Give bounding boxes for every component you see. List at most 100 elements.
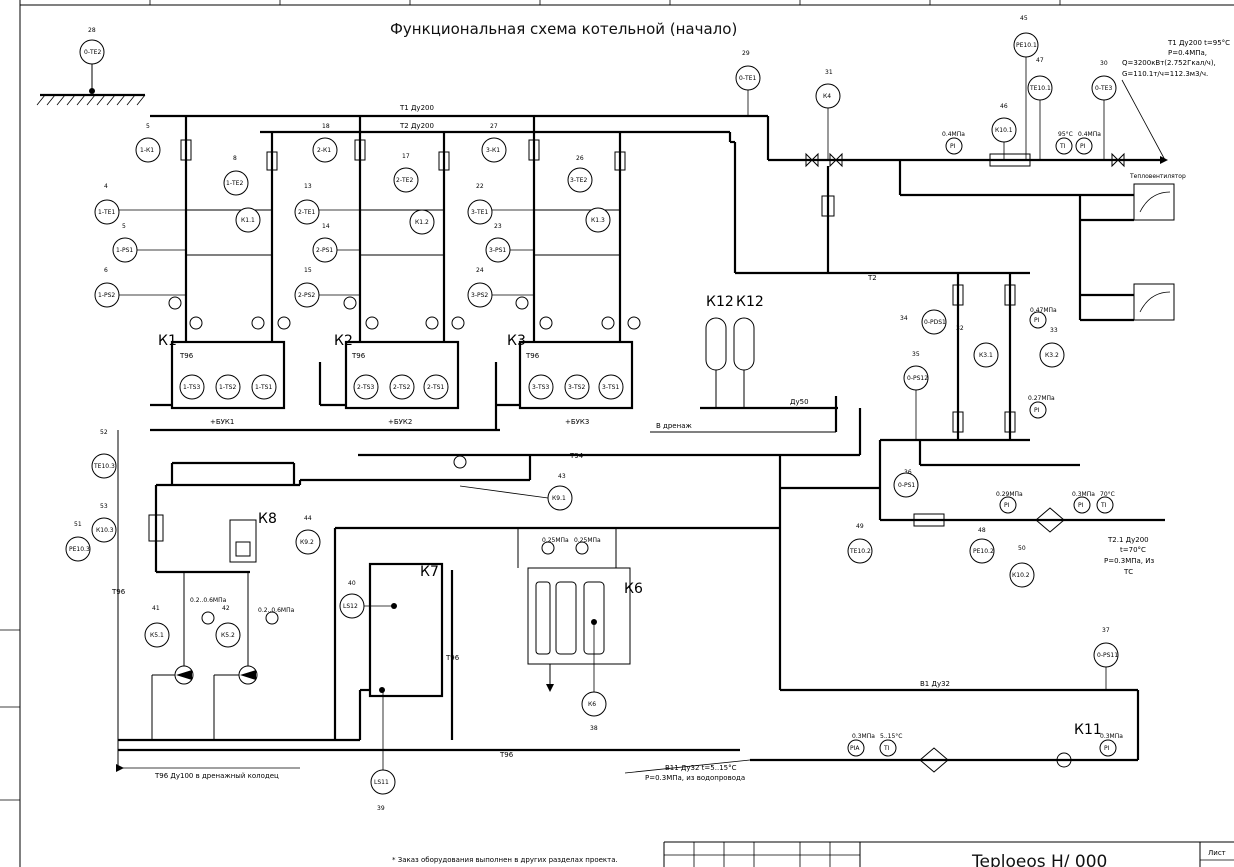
boiler-k3: К3 Т96 3-ТS3 3-ТS2 3-ТS1 +БУК3 (507, 333, 634, 426)
svg-text:К4: К4 (823, 93, 831, 100)
svg-text:5: 5 (122, 223, 126, 230)
svg-text:PI: PI (950, 143, 956, 150)
t1-supply-annotation: Т1 Ду200 t=95°С Р=0.4МПа, Q=3200кВт(2.75… (1121, 39, 1230, 164)
svg-text:К10.2: К10.2 (1012, 572, 1030, 579)
svg-text:РЕ10.1: РЕ10.1 (1016, 42, 1037, 49)
svg-text:LS12: LS12 (343, 603, 358, 610)
svg-text:К1.3: К1.3 (591, 217, 605, 224)
fan-heaters: Тепловентилятор (898, 160, 1186, 322)
svg-text:К9.2: К9.2 (300, 539, 314, 546)
svg-text:49: 49 (856, 523, 864, 530)
svg-text:40: 40 (348, 580, 356, 587)
scheme-title: Функциональная схема котельной (начало) (390, 20, 737, 38)
svg-text:15: 15 (304, 267, 312, 274)
svg-text:0-РS11: 0-РS11 (1097, 652, 1118, 659)
svg-text:37: 37 (1102, 627, 1110, 634)
boiler-piping (150, 116, 626, 432)
svg-text:PI: PI (1004, 502, 1010, 509)
svg-text:Т96: Т96 (499, 751, 514, 759)
svg-text:95°С: 95°С (1058, 131, 1073, 138)
svg-text:0.4МПа: 0.4МПа (942, 131, 965, 138)
svg-text:ТС: ТС (1123, 568, 1133, 576)
svg-text:41: 41 (152, 605, 160, 612)
svg-text:32: 32 (956, 325, 964, 332)
svg-text:24: 24 (476, 267, 484, 274)
svg-text:39: 39 (377, 805, 385, 812)
svg-text:0.47МПа: 0.47МПа (1030, 307, 1057, 314)
footnote: * Заказ оборудования выполнен в других р… (392, 856, 618, 864)
svg-text:2-РS2: 2-РS2 (298, 292, 315, 299)
svg-text:К12: К12 (736, 294, 764, 310)
pressure-regulation: 34 0-РDS1 35 0-РS12 32 К3.1 33 К3.2 PI 0… (878, 273, 1080, 520)
svg-text:0.4МПа: 0.4МПа (1078, 131, 1101, 138)
svg-text:38: 38 (590, 725, 598, 732)
svg-text:2-К1: 2-К1 (317, 147, 331, 154)
main-headers: Т1 Ду200 Т2 Ду200 Т2 (150, 104, 1160, 282)
svg-text:К7: К7 (420, 564, 439, 580)
svg-text:К11: К11 (1074, 722, 1102, 738)
svg-text:К3: К3 (507, 333, 526, 349)
svg-text:Ду50: Ду50 (790, 398, 809, 406)
svg-text:К9.1: К9.1 (552, 495, 566, 502)
svg-text:PI: PI (1034, 317, 1040, 324)
svg-text:К10.3: К10.3 (96, 527, 114, 534)
tank-k7: К7 Т96 40 LS12 39 LS11 44 К9.2 (295, 515, 780, 812)
svg-text:1-ТЕ1: 1-ТЕ1 (98, 209, 115, 216)
svg-text:33: 33 (1050, 327, 1058, 334)
boiler-k1-instruments: 5 1-К1 8 1-ТЕ2 К1.1 4 1-ТЕ1 5 1-РS1 6 1-… (94, 123, 261, 308)
svg-text:44: 44 (304, 515, 312, 522)
k9-1-group: 43 К9.1 (453, 408, 880, 690)
svg-text:PI: PI (1104, 745, 1110, 752)
svg-text:3-ТЕ1: 3-ТЕ1 (471, 209, 488, 216)
svg-text:2-ТЕ1: 2-ТЕ1 (298, 209, 315, 216)
svg-text:1-РS1: 1-РS1 (116, 247, 133, 254)
svg-text:К5.1: К5.1 (150, 632, 164, 639)
svg-text:23: 23 (494, 223, 502, 230)
svg-text:К6: К6 (588, 701, 596, 708)
svg-text:Лист: Лист (1208, 849, 1226, 857)
svg-text:К12: К12 (706, 294, 734, 310)
svg-text:В11 Ду32 t=5..15°С: В11 Ду32 t=5..15°С (665, 764, 737, 772)
svg-text:+БУК1: +БУК1 (210, 418, 234, 426)
svg-text:4: 4 (104, 183, 108, 190)
svg-text:1-ТS3: 1-ТS3 (183, 384, 200, 391)
svg-text:30: 30 (1100, 60, 1108, 67)
boiler-k3-instruments: 27 3-К1 26 3-ТЕ2 К1.3 22 3-ТЕ1 23 3-РS1 … (467, 123, 611, 308)
svg-text:В дренаж: В дренаж (656, 422, 692, 430)
svg-text:31: 31 (825, 69, 833, 76)
svg-text:70°С: 70°С (1100, 491, 1115, 498)
svg-text:Q=3200кВт(2.752Гкал/ч),: Q=3200кВт(2.752Гкал/ч), (1122, 59, 1216, 67)
svg-text:Р=0.3МПа, из водопровода: Р=0.3МПа, из водопровода (645, 774, 745, 782)
svg-text:0.2..0.6МПа: 0.2..0.6МПа (190, 597, 227, 604)
svg-text:3-РS1: 3-РS1 (489, 247, 506, 254)
boiler-k2: К2 Т96 2-ТS3 2-ТS2 2-ТS1 +БУК2 (334, 333, 460, 426)
top-right-instruments: 45 РЕ10.1 47 ТЕ10.1 46 К10.1 30 0-ТЕ3 29… (735, 15, 1125, 273)
svg-text:2-ТЕ2: 2-ТЕ2 (396, 177, 413, 184)
expansion-tanks-k12: К12 К12 Ду50 В дренаж (650, 294, 838, 433)
svg-text:50: 50 (1018, 545, 1026, 552)
svg-text:LS11: LS11 (374, 779, 389, 786)
svg-text:0.25МПа: 0.25МПа (542, 537, 569, 544)
svg-text:0-ТЕ3: 0-ТЕ3 (1095, 85, 1112, 92)
svg-text:К8: К8 (258, 511, 277, 527)
svg-text:28: 28 (88, 27, 96, 34)
t2-return-line: 36 0-РS1 49 ТЕ10.2 48 РЕ10.2 50 К10.2 PI… (847, 469, 1165, 588)
svg-text:+БУК3: +БУК3 (565, 418, 589, 426)
boiler-k1: К1 Т96 1-ТS3 1-ТS2 1-ТS1 +БУК1 (158, 333, 286, 426)
t2-label: Т2 (867, 274, 877, 282)
svg-text:Т96: Т96 (351, 352, 366, 360)
svg-text:2-ТS1: 2-ТS1 (427, 384, 444, 391)
svg-text:К1.2: К1.2 (415, 219, 429, 226)
svg-text:Т96: Т96 (111, 588, 126, 596)
svg-text:Р=0.4МПа,: Р=0.4МПа, (1168, 49, 1207, 57)
t2-main-label: Т2 Ду200 (399, 122, 434, 130)
svg-text:48: 48 (978, 527, 986, 534)
svg-text:13: 13 (304, 183, 312, 190)
svg-text:t=70°С: t=70°С (1120, 546, 1146, 554)
svg-text:К10.1: К10.1 (995, 127, 1013, 134)
svg-text:Т96 Ду100 в дренажный колодец: Т96 Ду100 в дренажный колодец (154, 772, 279, 780)
title-block: Лист Teploeos H/ 000 (663, 841, 1234, 867)
svg-text:3-ТS3: 3-ТS3 (532, 384, 549, 391)
svg-text:26: 26 (576, 155, 584, 162)
